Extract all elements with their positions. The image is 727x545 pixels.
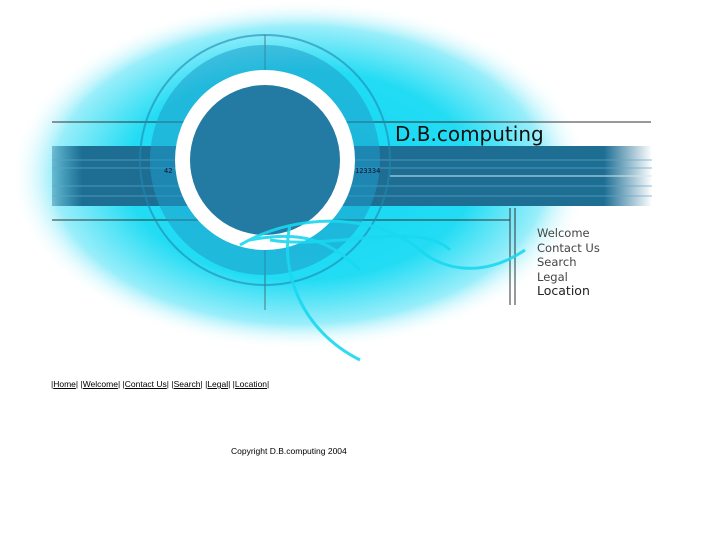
graphic-nav-contact-us[interactable]: Contact Us (537, 240, 600, 255)
graphic-nav-search[interactable]: Search (537, 255, 577, 269)
site-title: D.B.computing (395, 122, 544, 146)
text-nav: |Home| |Welcome| |Contact Us| |Search| |… (51, 379, 270, 389)
text-nav-search[interactable]: Search (173, 379, 201, 389)
text-nav-welcome[interactable]: Welcome (82, 379, 118, 389)
graphic-nav-welcome[interactable]: Welcome (537, 226, 590, 240)
graphic-number-left: 42 (164, 167, 172, 175)
text-nav-home[interactable]: Home (53, 379, 76, 389)
text-nav-location[interactable]: Location (234, 379, 268, 389)
graphic-nav-location[interactable]: Location (537, 283, 590, 298)
text-nav-contact-us[interactable]: Contact Us (124, 379, 167, 389)
graphic-nav-legal[interactable]: Legal (537, 269, 568, 284)
copyright: Copyright D.B.computing 2004 (231, 446, 347, 456)
header-banner-graphic: 42 123334 (10, 0, 652, 362)
text-nav-legal[interactable]: Legal (207, 379, 229, 389)
graphic-number-right: 123334 (355, 167, 380, 175)
graphic-nav: Welcome Contact Us Search Legal Location (537, 226, 600, 299)
